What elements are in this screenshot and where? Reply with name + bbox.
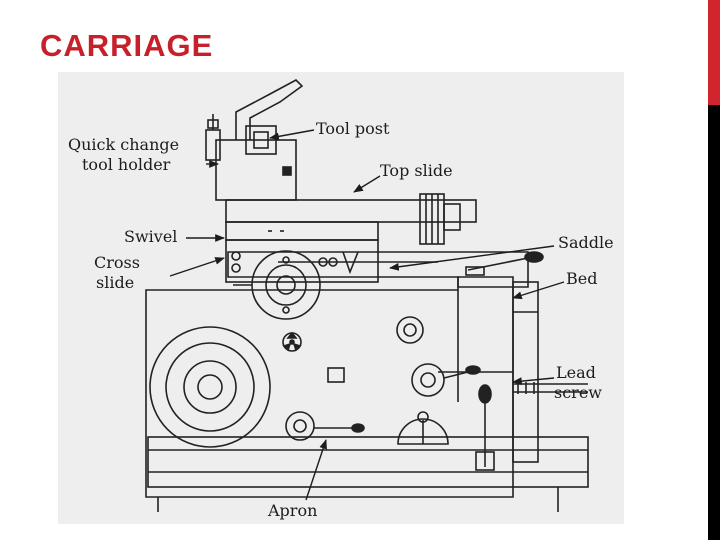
machine-drawing	[145, 79, 589, 512]
label-top-slide: Top slide	[380, 161, 453, 180]
title-accent-bar	[708, 0, 720, 105]
slide-title: CARRIAGE	[40, 28, 214, 63]
tool-holder-icon	[215, 139, 297, 201]
label-bed: Bed	[566, 269, 597, 288]
carriage-diagram-svg: Quick change tool holder Tool post Top s…	[58, 72, 624, 524]
label-lead-screw-1: Lead	[556, 363, 596, 382]
lever-icon	[411, 363, 445, 397]
label-swivel: Swivel	[124, 227, 177, 246]
top-slide-body	[225, 199, 477, 223]
label-apron: Apron	[267, 501, 317, 520]
label-quick-change-2: tool holder	[82, 155, 171, 174]
label-saddle: Saddle	[558, 233, 614, 252]
carriage-diagram: Quick change tool holder Tool post Top s…	[58, 72, 624, 524]
lead-screw-icon	[513, 382, 588, 394]
handwheel-icon	[149, 326, 271, 448]
tool-post-lever	[235, 79, 304, 140]
label-cross-slide-2: slide	[96, 273, 134, 292]
figure-background	[58, 72, 624, 524]
right-side-bar	[708, 105, 720, 540]
label-lead-screw-2: screw	[554, 383, 602, 402]
label-quick-change-1: Quick change	[68, 135, 179, 154]
leader-arrows	[169, 129, 565, 501]
label-tool-post: Tool post	[316, 119, 390, 138]
bed-base	[147, 436, 589, 488]
label-cross-slide-1: Cross	[94, 253, 140, 272]
saddle-body	[227, 251, 529, 288]
